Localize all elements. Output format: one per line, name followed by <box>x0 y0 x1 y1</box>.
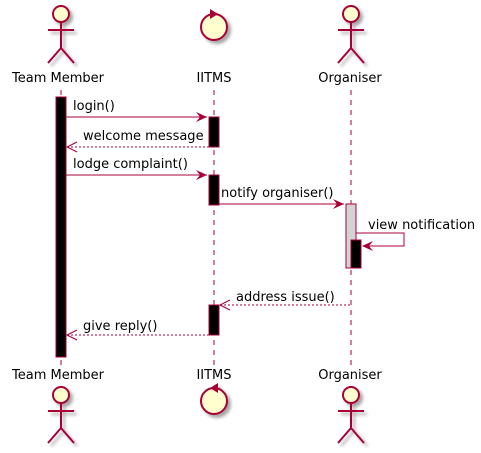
message-label-lodge: lodge complaint() <box>73 157 188 172</box>
message-welcome: welcome message <box>65 129 209 153</box>
message-label-view: view notification <box>368 218 475 233</box>
message-address: address issue() <box>218 290 351 311</box>
participant-label-team-member-top: Team Member <box>11 71 105 86</box>
message-notify: notify organiser() <box>219 186 344 209</box>
message-lodge: lodge complaint() <box>66 157 207 180</box>
actor-icon-team-member-bottom <box>47 386 75 444</box>
activation-iitms-2 <box>208 174 220 206</box>
message-label-reply: give reply() <box>83 319 157 334</box>
control-icon-iitms-bottom <box>200 383 228 415</box>
message-login: login() <box>66 99 207 122</box>
message-label-notify: notify organiser() <box>221 186 333 201</box>
participant-label-organiser-bottom: Organiser <box>318 368 382 383</box>
message-view: view notification <box>356 218 475 251</box>
control-icon-iitms-top <box>200 9 228 41</box>
participant-label-iitms-top: IITMS <box>196 71 231 86</box>
activation-iitms-3 <box>208 304 220 336</box>
actor-icon-team-member-top <box>47 5 75 64</box>
message-label-address: address issue() <box>236 290 335 305</box>
message-label-login: login() <box>73 99 115 114</box>
participant-label-iitms-bottom: IITMS <box>196 368 231 383</box>
participant-label-organiser-top: Organiser <box>318 71 382 86</box>
activation-iitms-1 <box>208 116 220 148</box>
activation-team-member <box>55 96 67 358</box>
actor-icon-organiser-top <box>337 5 365 64</box>
message-reply: give reply() <box>65 319 209 341</box>
activation-organiser-inner <box>350 239 362 269</box>
message-label-welcome: welcome message <box>83 129 204 144</box>
actor-icon-organiser-bottom <box>337 386 365 444</box>
participant-label-team-member-bottom: Team Member <box>11 368 105 383</box>
